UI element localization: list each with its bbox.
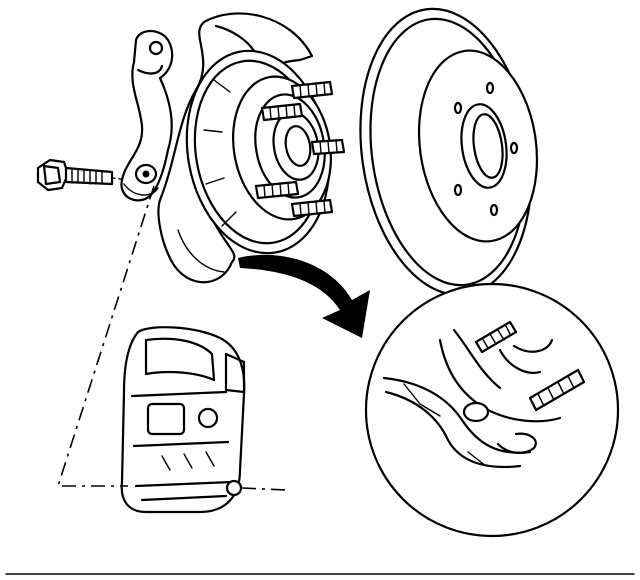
pointer-arrow-icon [238,254,370,338]
hub-bearing [185,49,346,255]
leader-lines [56,185,287,491]
brake-caliper [120,326,246,514]
detail-magnifier [364,282,620,538]
wheel-stud-icon [254,80,346,218]
steering-knuckle [120,29,174,202]
brake-rotor [359,7,539,297]
hex-bolt-icon [36,158,129,192]
lug-hole-icon [453,81,519,217]
